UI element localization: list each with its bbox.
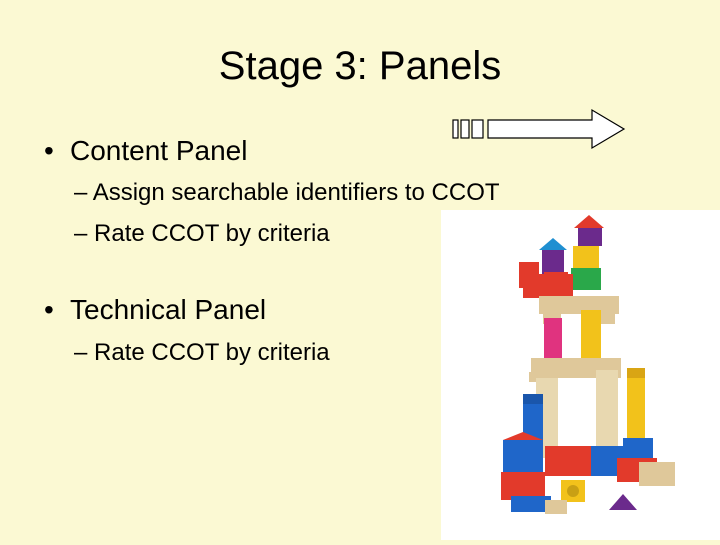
bullet-marker: • (44, 135, 54, 166)
subitem-text: Rate CCOT by criteria (94, 339, 330, 366)
building-blocks-photo (441, 210, 720, 540)
subitem-marker: – (74, 339, 88, 366)
subitem-rate-ccot-technical: – Rate CCOT by criteria (74, 339, 330, 367)
subitem-rate-ccot: – Rate CCOT by criteria (74, 220, 330, 248)
bullet-content-panel: • Content Panel (44, 135, 247, 167)
subitem-marker: – (74, 220, 88, 247)
subitem-text: Rate CCOT by criteria (94, 220, 330, 247)
block-arrow-right-icon (452, 108, 626, 150)
subitem-assign-identifiers: – Assign searchable identifiers to CCOT (74, 179, 500, 207)
bullet-technical-panel: • Technical Panel (44, 294, 266, 326)
bullet-text: Technical Panel (70, 294, 267, 325)
subitem-marker: – (74, 179, 88, 206)
subitem-text: Assign searchable identifiers to CCOT (92, 179, 500, 206)
bullet-text: Content Panel (70, 135, 248, 166)
slide-title: Stage 3: Panels (218, 44, 502, 88)
bullet-marker: • (44, 294, 54, 325)
building-blocks-tower-icon (501, 215, 675, 514)
